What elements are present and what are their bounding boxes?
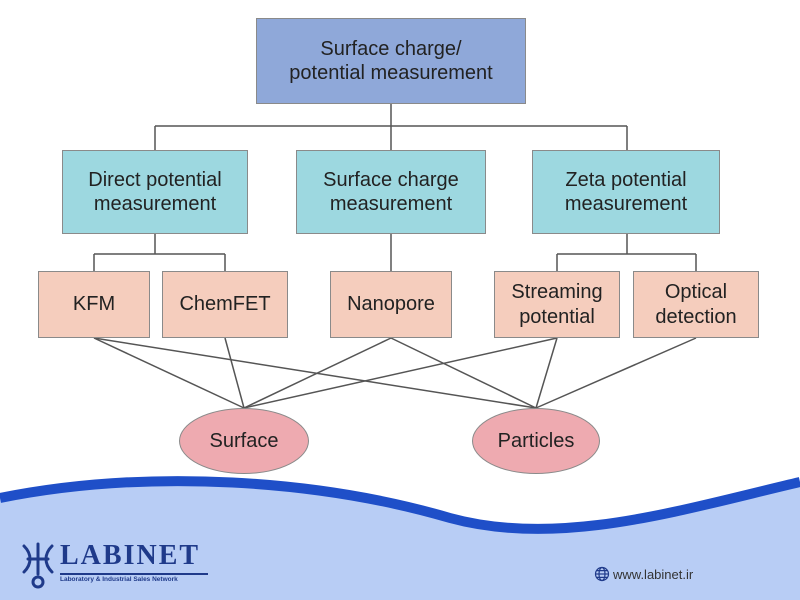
- category-node-direct-potential: Direct potential measurement: [62, 150, 248, 234]
- website-url: www.labinet.ir: [613, 566, 694, 582]
- category-label: Surface charge measurement: [323, 168, 459, 215]
- method-node-nanopore: Nanopore: [330, 271, 452, 338]
- target-node-surface: Surface: [179, 408, 309, 474]
- category-label: Direct potential measurement: [88, 168, 222, 215]
- connector-nanopore-surface: [243, 337, 392, 409]
- category-node-surface-charge: Surface charge measurement: [296, 150, 486, 234]
- category-node-zeta-potential: Zeta potential measurement: [532, 150, 720, 234]
- target-label: Particles: [497, 429, 575, 452]
- method-node-optical-detection: Optical detection: [633, 271, 759, 338]
- connector-root-categories: [154, 104, 628, 150]
- connector-streaming-particles: [535, 337, 558, 409]
- connector-zeta-methods: [556, 234, 697, 271]
- target-label: Surface: [209, 429, 279, 452]
- connector-direct-methods: [93, 234, 226, 271]
- method-label: Streaming potential: [511, 281, 603, 328]
- connector-kfm-particles: [93, 337, 537, 409]
- website-link[interactable]: www.labinet.ir: [594, 566, 693, 582]
- method-node-streaming-potential: Streaming potential: [494, 271, 620, 338]
- method-node-kfm: KFM: [38, 271, 150, 338]
- method-label: Nanopore: [347, 293, 435, 316]
- connector-streaming-surface: [243, 337, 558, 409]
- logo-title: LABINET: [60, 540, 201, 571]
- labinet-logo[interactable]: LABINET Laboratory & Industrial Sales Ne…: [20, 540, 210, 590]
- target-node-particles: Particles: [472, 408, 600, 474]
- connector-nanopore-particles: [390, 337, 537, 409]
- logo-divider: [60, 573, 208, 575]
- connector-kfm-surface: [93, 337, 245, 409]
- method-label: ChemFET: [179, 293, 271, 316]
- method-label: KFM: [72, 293, 116, 316]
- method-node-chemfet: ChemFET: [162, 271, 288, 338]
- method-label: Optical detection: [655, 281, 737, 328]
- root-node-label: Surface charge/ potential measurement: [289, 37, 493, 84]
- root-node: Surface charge/ potential measurement: [256, 18, 526, 104]
- labinet-logo-icon: [22, 542, 54, 589]
- globe-icon: [594, 566, 610, 582]
- connector-chemfet-surface: [224, 337, 245, 409]
- logo-tagline: Laboratory & Industrial Sales Network: [60, 576, 178, 583]
- category-label: Zeta potential measurement: [564, 168, 688, 215]
- connector-optical-particles: [535, 337, 697, 409]
